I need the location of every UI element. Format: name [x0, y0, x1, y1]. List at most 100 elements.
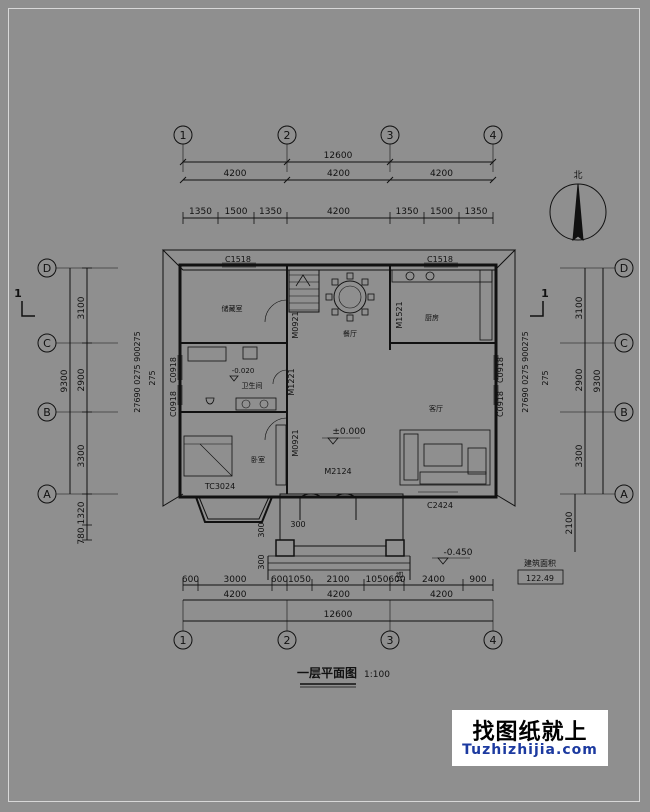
dining-chair-2 [325, 293, 333, 301]
grid-label-top-2: 2 [284, 129, 291, 142]
staircase [288, 269, 320, 313]
grid-label-right-C: C [620, 337, 628, 350]
dim-top-sub-6: 1350 [465, 207, 488, 217]
dim-right-row-0: 3100 [575, 296, 585, 319]
dim-stair-300-a: 300 [290, 520, 305, 529]
dim-bottom-sub-7: 2400 [422, 575, 445, 585]
column-right [385, 539, 405, 557]
label-tc3024: TC3024 [204, 482, 235, 491]
dining-chair-0 [346, 272, 354, 280]
dim-top-sub-1: 1500 [225, 207, 248, 217]
section-mark-right-label: 1 [541, 287, 549, 300]
grid-label-bottom-1: 1 [180, 634, 187, 647]
watermark-cn: 找图纸就上 [472, 720, 588, 745]
room-dining: 餐厅 [343, 329, 357, 338]
dim-left-row-1: 2900 [77, 368, 87, 391]
north-arrow-needle [572, 183, 584, 242]
dim-left-total: 9300 [60, 369, 70, 392]
grid-label-left-B: B [43, 406, 51, 419]
grid-label-right-A: A [620, 488, 628, 501]
vanity-sink-a [241, 399, 251, 409]
grid-label-bottom-3: 3 [387, 634, 394, 647]
tick-top-1-0 [179, 176, 187, 184]
label-c1518-left: C1518 [225, 255, 251, 264]
dim-top-total: 12600 [324, 151, 353, 161]
sofa-right [467, 447, 487, 475]
dim-right-total: 9300 [593, 369, 603, 392]
bed-cover-fold [199, 443, 233, 477]
dim-bottom-bay-2: 4200 [430, 590, 453, 600]
column-left [275, 539, 295, 557]
dim-stair-300-c: 300 [257, 554, 266, 569]
tick-top-1-2 [386, 176, 394, 184]
kitchen-counter-top [391, 269, 493, 283]
section-mark-left-label: 1 [14, 287, 22, 300]
dim-bottom-bay-0: 4200 [224, 590, 247, 600]
dim-left-row-4: 780 [77, 527, 87, 544]
bay-window-inner [198, 496, 270, 520]
tick-top-1-1 [283, 176, 291, 184]
dining-chair-7 [361, 308, 369, 316]
dim-top-sub-4: 1350 [396, 207, 419, 217]
room-storage: 储藏室 [222, 304, 243, 313]
grid-label-left-A: A [43, 488, 51, 501]
level-mark-outside [437, 557, 449, 565]
dim-left-side-stack: 27690 0275 900275 [133, 331, 142, 412]
door-m0921b-arc [264, 417, 288, 441]
exterior-wall [178, 263, 498, 499]
dim-bottom-sub-3: 1050 [288, 575, 311, 585]
level-outside: -0.450 [443, 548, 472, 558]
coffee-table [423, 443, 463, 467]
room-bedroom: 卧室 [251, 455, 265, 464]
grid-label-right-B: B [620, 406, 628, 419]
bed [183, 435, 233, 477]
tick-top-0-2 [386, 158, 394, 166]
dim-bottom-sub-5: 1050 [366, 575, 389, 585]
drawing-scale: 1:100 [364, 670, 390, 680]
washbasin [242, 346, 258, 360]
label-c1518-right: C1518 [427, 255, 453, 264]
tick-top-0-3 [489, 158, 497, 166]
dim-left-row-0: 3100 [77, 296, 87, 319]
dim-bottom-sub-6: 600 [388, 575, 405, 585]
dining-chair-4 [331, 278, 339, 286]
grid-label-bottom-2: 2 [284, 634, 291, 647]
dim-bottom-sub-0: 600 [182, 575, 199, 585]
label-m1521: M1521 [395, 301, 404, 328]
north-label: 北 [573, 170, 582, 181]
tick-top-0-0 [179, 158, 187, 166]
section-mark-right [530, 301, 544, 317]
level-main: ±0.000 [332, 427, 366, 437]
door-m0921a-arc [264, 299, 288, 323]
dim-top-sub-3: 4200 [327, 207, 350, 217]
dim-left-side-275: 275 [148, 370, 157, 385]
room-living: 客厅 [429, 404, 443, 413]
sofa-bottom [419, 471, 487, 485]
dim-bottom-sub-1: 3000 [224, 575, 247, 585]
label-m1221: M1221 [287, 368, 296, 395]
dim-stair-300-b: 300 [257, 522, 266, 537]
dining-chair-5 [361, 278, 369, 286]
tick-top-0-1 [283, 158, 291, 166]
dim-bottom-sub-4: 2100 [327, 575, 350, 585]
dim-top-bay-1: 4200 [327, 169, 350, 179]
dim-right-row-2: 3300 [575, 444, 585, 467]
sheet-border [8, 8, 640, 802]
area-value: 122.49 [526, 574, 554, 583]
grid-label-top-3: 3 [387, 129, 394, 142]
kitchen-sink [405, 271, 415, 281]
dining-chair-3 [367, 293, 375, 301]
dim-bottom-sub-2: 600 [271, 575, 288, 585]
section-mark-left [21, 301, 35, 317]
dim-right-2100: 2100 [565, 511, 575, 534]
kitchen-counter-right [479, 269, 493, 341]
label-c0918-right-lower: C0918 [496, 391, 505, 417]
drawing-title: 一层平面图 [297, 666, 357, 680]
area-box [517, 569, 564, 585]
level-mark-main [327, 437, 339, 445]
room-bathroom: 卫生间 [242, 381, 263, 390]
dim-top-bay-2: 4200 [430, 169, 453, 179]
grid-label-left-D: D [43, 262, 51, 275]
